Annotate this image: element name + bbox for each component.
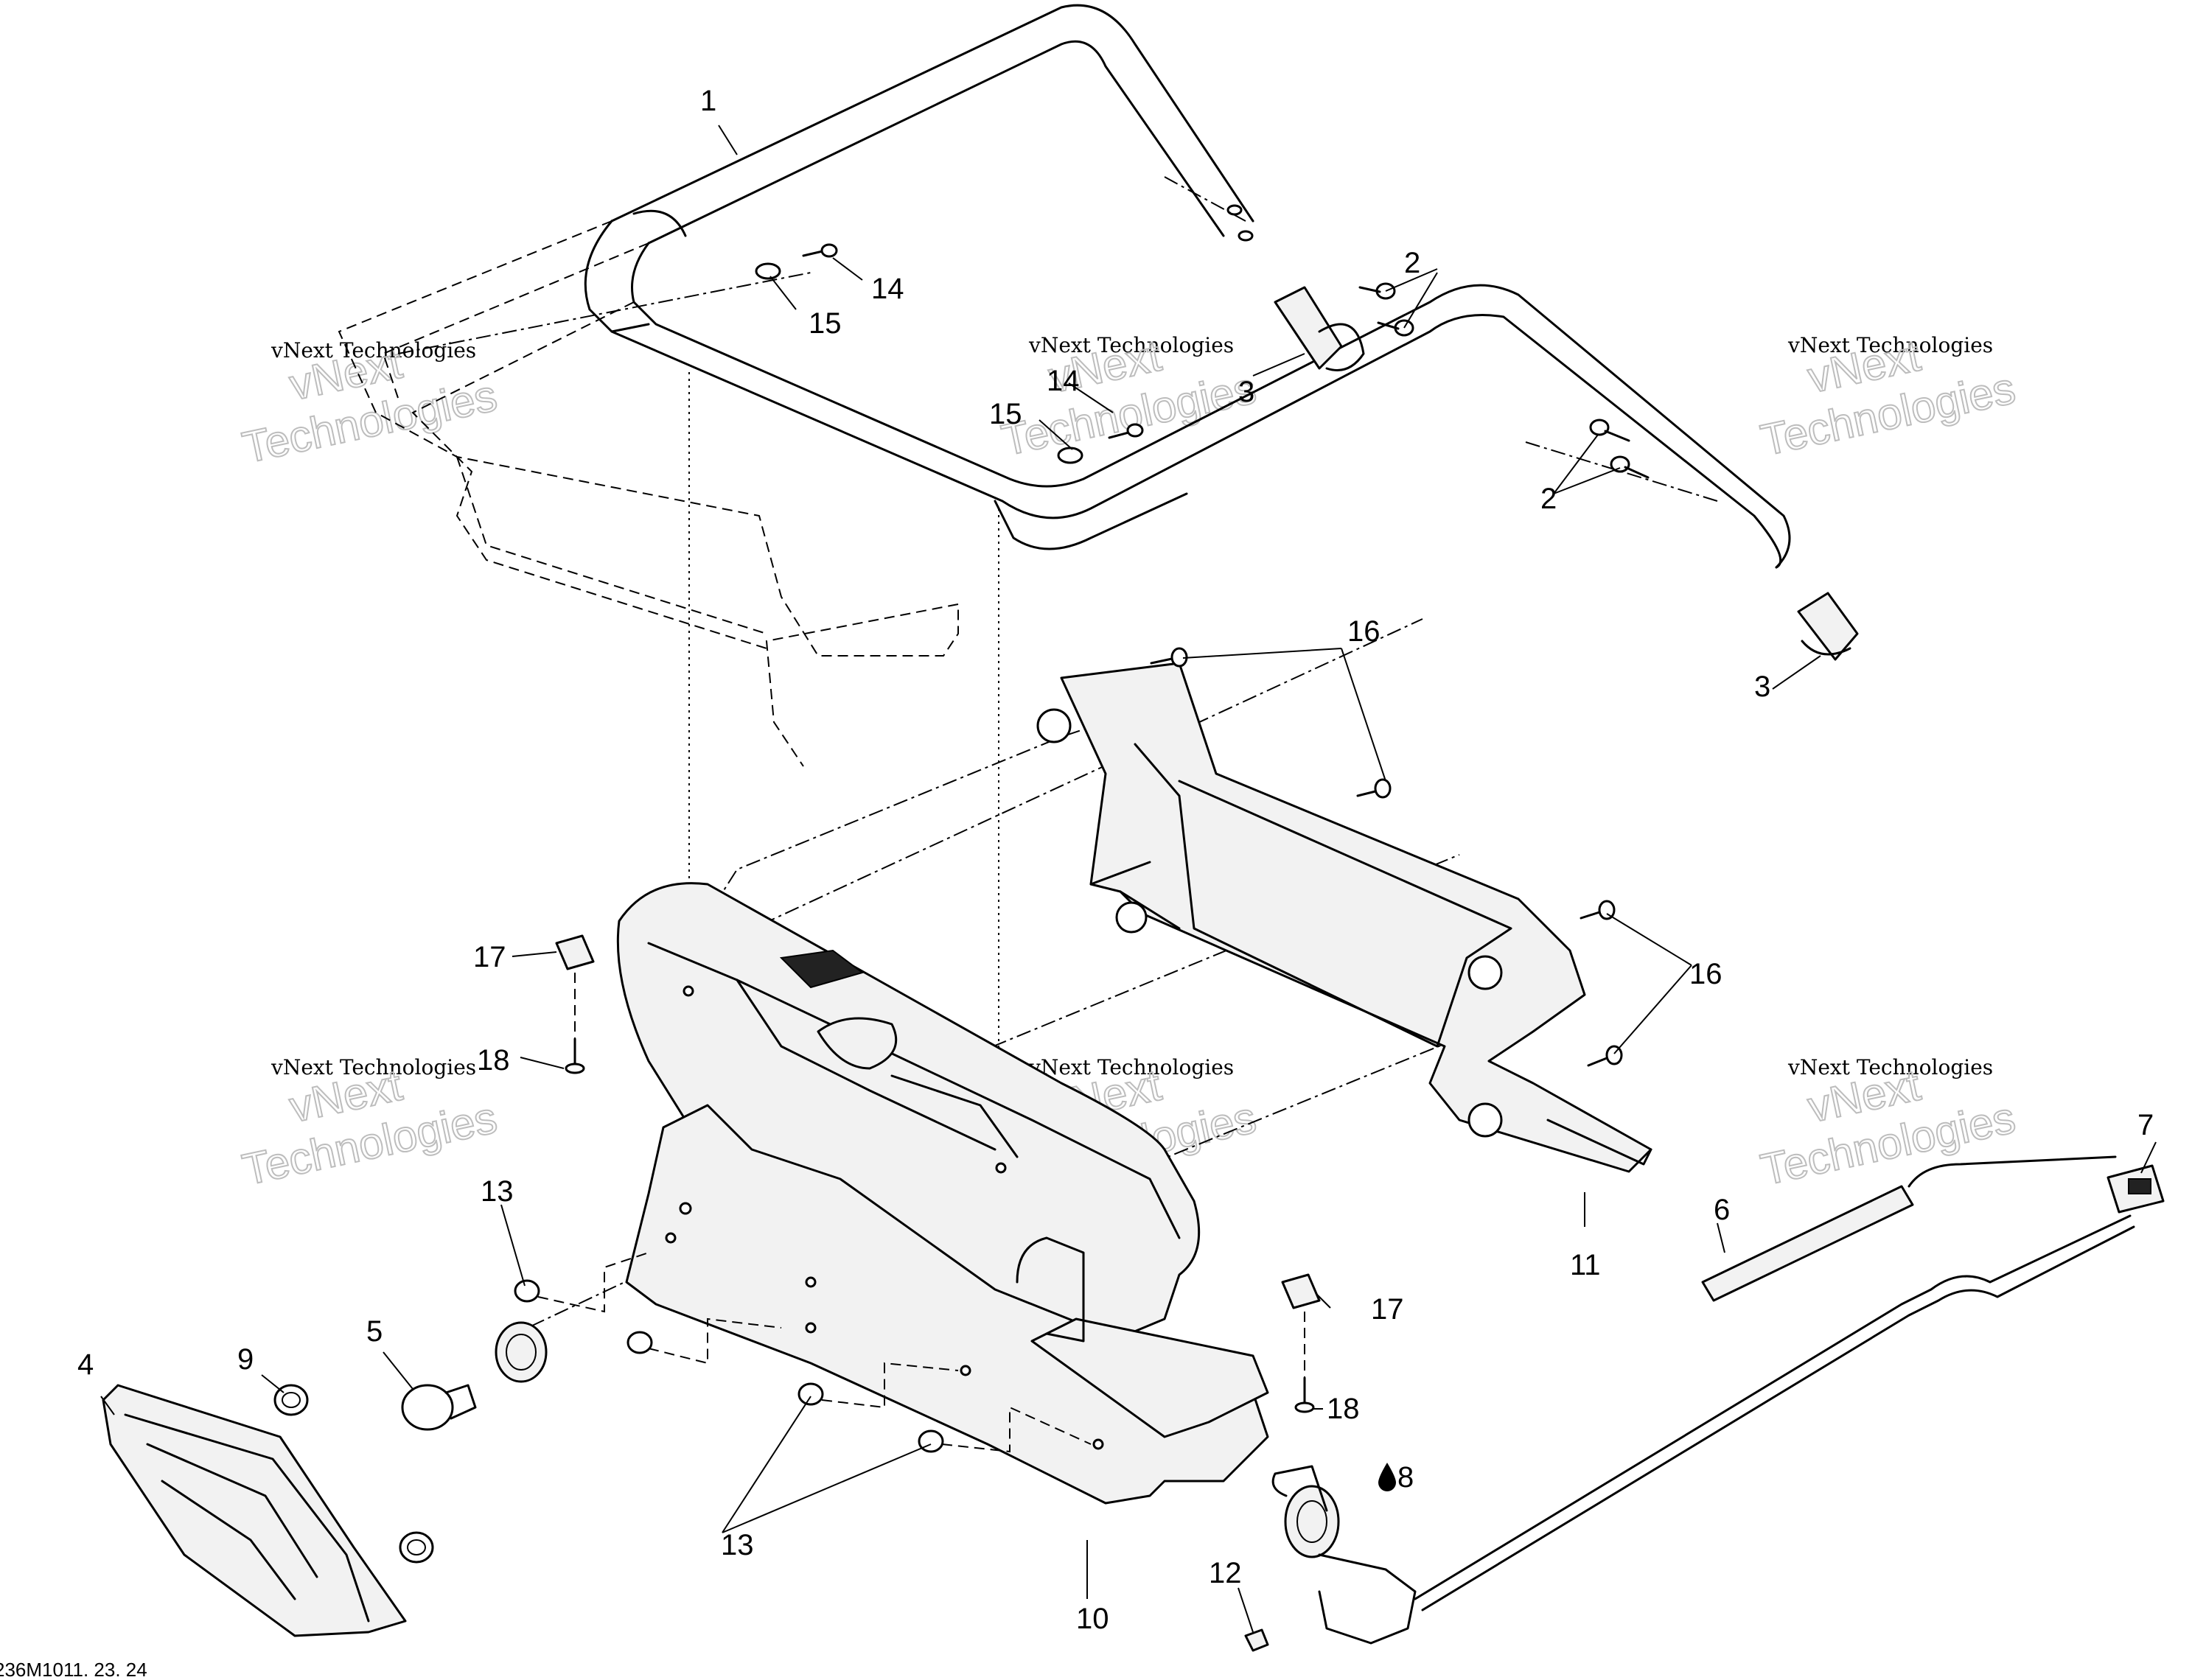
watermark-text: vNext Technologies	[1028, 1055, 1234, 1079]
callout-18: 18	[477, 1044, 510, 1077]
callout-2: 2	[1540, 483, 1557, 515]
screw-16-group	[1150, 647, 1623, 1067]
callout-6: 6	[1714, 1194, 1730, 1226]
callout-14: 14	[871, 273, 904, 305]
watermark-text: vNext Technologies	[1028, 333, 1234, 357]
drop-icon	[1378, 1463, 1396, 1491]
callout-labels: 1 2 2 3 3 4 5 6 7 8 9 10 11 12 13 13 14 …	[0, 85, 2154, 1680]
callout-17: 17	[1371, 1293, 1404, 1326]
clamp-3a	[1274, 286, 1365, 371]
callout-9: 9	[237, 1343, 254, 1376]
tail-light	[102, 1384, 407, 1637]
plate-panel	[625, 1104, 1269, 1505]
callout-18: 18	[1327, 1393, 1360, 1425]
callout-16: 16	[1347, 615, 1381, 648]
fastener-upper	[755, 243, 838, 280]
callout-13: 13	[481, 1175, 514, 1208]
leader-lines	[100, 125, 2157, 1633]
callout-13: 13	[721, 1529, 754, 1561]
plug-group	[514, 1252, 1092, 1453]
rear-tray	[616, 882, 1201, 1365]
cable-cap	[1244, 1628, 1269, 1652]
callout-15: 15	[989, 398, 1022, 430]
clip-nut-left	[555, 934, 595, 1074]
callout-11: 11	[1570, 1249, 1601, 1281]
clamp-3b	[1797, 592, 1859, 661]
callout-16: 16	[1689, 958, 1722, 990]
callout-10: 10	[1076, 1603, 1109, 1635]
callout-8: 8	[1397, 1461, 1414, 1494]
bracket-frame	[1036, 662, 1652, 1173]
callout-5: 5	[366, 1315, 383, 1348]
callout-17: 17	[473, 941, 506, 973]
watermark-text: vNext Technologies	[270, 338, 476, 363]
clip-nut-right	[1281, 1273, 1321, 1413]
watermark-text: vNext Technologies	[1787, 1055, 1993, 1079]
grab-handle-tube	[338, 4, 1791, 767]
callout-14: 14	[1047, 365, 1080, 397]
connector	[2106, 1164, 2165, 1214]
socket-harness	[1271, 1465, 1417, 1645]
watermark-text: vNext Technologies	[1787, 333, 1993, 357]
watermark-text: vNext Technologies	[270, 1055, 476, 1079]
callout-7: 7	[2137, 1109, 2154, 1141]
callout-3: 3	[1238, 376, 1254, 408]
diagram-code: 236M1011. 23. 24	[0, 1659, 147, 1680]
callout-3: 3	[1754, 671, 1770, 703]
wiring-harness	[1414, 1155, 2135, 1611]
screw-group	[1358, 282, 1650, 479]
callout-12: 12	[1209, 1557, 1242, 1589]
callout-1: 1	[700, 85, 716, 117]
socket-left	[495, 1321, 548, 1383]
bulb	[401, 1384, 477, 1431]
callout-2: 2	[1404, 247, 1420, 279]
callout-4: 4	[77, 1348, 94, 1381]
callout-15: 15	[809, 307, 842, 340]
